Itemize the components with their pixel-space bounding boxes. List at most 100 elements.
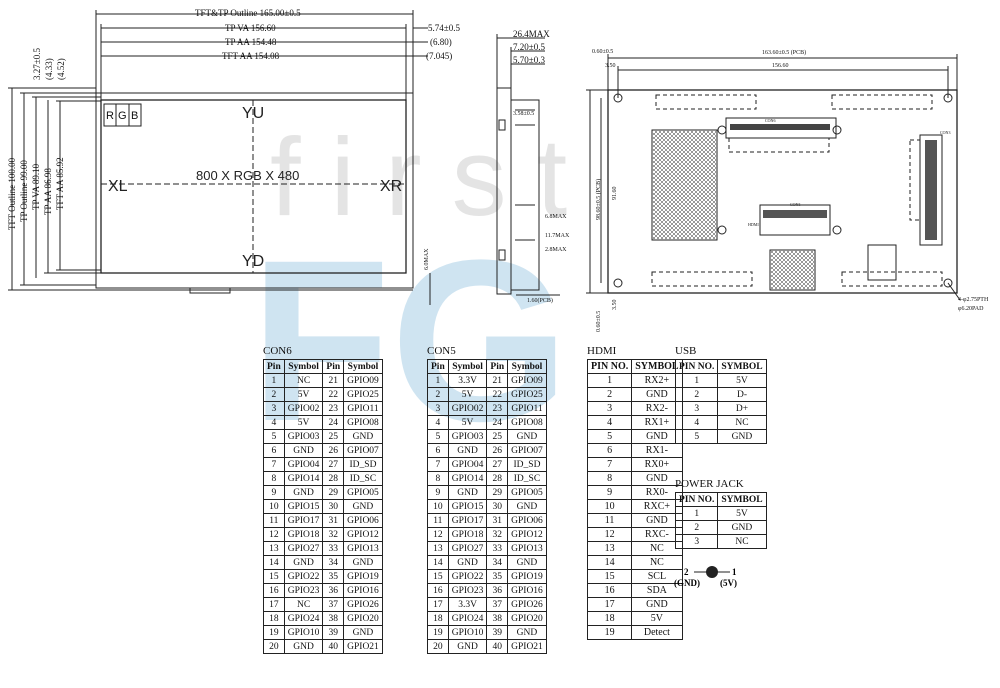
column-header: PIN NO. [674, 359, 719, 374]
column-header: Symbol [283, 359, 324, 374]
table-cell: GPIO02 [283, 401, 324, 416]
table-cell: GPIO08 [507, 415, 547, 430]
table-cell: 33 [322, 541, 345, 556]
table-cell: GPIO24 [283, 611, 324, 626]
table-cell: GND [283, 485, 324, 500]
table-cell: ID_SC [343, 471, 383, 486]
table-cell: GPIO19 [507, 569, 547, 584]
table-cell: 2 [586, 387, 633, 402]
pcb-label-hdmi: HDMI [748, 222, 759, 227]
table-cell: GPIO06 [343, 513, 383, 528]
table-cell: 9 [586, 485, 633, 500]
table-cell: GPIO11 [343, 401, 383, 416]
table-cell: GND [447, 555, 488, 570]
table-cell: 29 [322, 485, 345, 500]
table-cell: 13 [263, 541, 285, 556]
table-cell: 5V [447, 415, 488, 430]
table-cell: 8 [427, 471, 449, 486]
table-cell: 4 [427, 415, 449, 430]
table-cell: 20 [427, 639, 449, 654]
table-cell: 39 [322, 625, 345, 640]
table-cell: 37 [322, 597, 345, 612]
table-cell: 3 [263, 401, 285, 416]
table-cell: GPIO08 [343, 415, 383, 430]
table-cell: 19 [427, 625, 449, 640]
table-cell: 19 [263, 625, 285, 640]
table-cell: ID_SD [507, 457, 547, 472]
table-cell: 13 [586, 541, 633, 556]
table-cell: GPIO27 [447, 541, 488, 556]
table-cell: GND [283, 639, 324, 654]
table-cell: 14 [586, 555, 633, 570]
pcb-label-5: 91.60 [612, 187, 618, 201]
table-cell: 17 [586, 597, 633, 612]
bottom-max: 6.0MAX [424, 248, 430, 270]
table-cell: GPIO21 [343, 639, 383, 654]
label-xl: XL [108, 178, 128, 195]
column-header: SYMBOL [717, 359, 767, 374]
column-header: SYMBOL [717, 492, 767, 507]
table-cell: 5 [263, 429, 285, 444]
table-cell: 3.3V [447, 373, 488, 388]
table-cell: 37 [486, 597, 509, 612]
table-cell: 10 [427, 499, 449, 514]
column-header: Symbol [343, 359, 383, 374]
table-cell: 14 [427, 555, 449, 570]
table-cell: 5V [283, 387, 324, 402]
label-yd: YD [242, 253, 264, 270]
table-cell: 17 [427, 597, 449, 612]
table-cell: 4 [586, 415, 633, 430]
table-cell: 38 [486, 611, 509, 626]
table-cell: 4 [263, 415, 285, 430]
table-cell: 1 [427, 373, 449, 388]
table-cell: 5V [447, 387, 488, 402]
table-cell: 18 [427, 611, 449, 626]
table-cell: GPIO04 [447, 457, 488, 472]
table-cell: 7 [263, 457, 285, 472]
column-header: Symbol [507, 359, 547, 374]
table-cell: 5 [586, 429, 633, 444]
table-cell: GPIO18 [447, 527, 488, 542]
table-cell: GPIO19 [343, 569, 383, 584]
table-cell: 23 [486, 401, 509, 416]
column-header: PIN NO. [674, 492, 719, 507]
table-cell: 22 [322, 387, 345, 402]
table-cell: Detect [631, 625, 683, 640]
table-cell: GPIO26 [343, 597, 383, 612]
table-cell: GND [507, 499, 547, 514]
side-label-4: 6.8MAX [545, 214, 567, 220]
table-cell: 7 [586, 457, 633, 472]
table-cell: GPIO02 [447, 401, 488, 416]
table-cell: GPIO09 [507, 373, 547, 388]
table-cell: GPIO09 [343, 373, 383, 388]
table-cell: GND [447, 485, 488, 500]
table-cell: 24 [486, 415, 509, 430]
table-cell: 35 [322, 569, 345, 584]
table-cell: GND [343, 625, 383, 640]
table-cell: 18 [586, 611, 633, 626]
